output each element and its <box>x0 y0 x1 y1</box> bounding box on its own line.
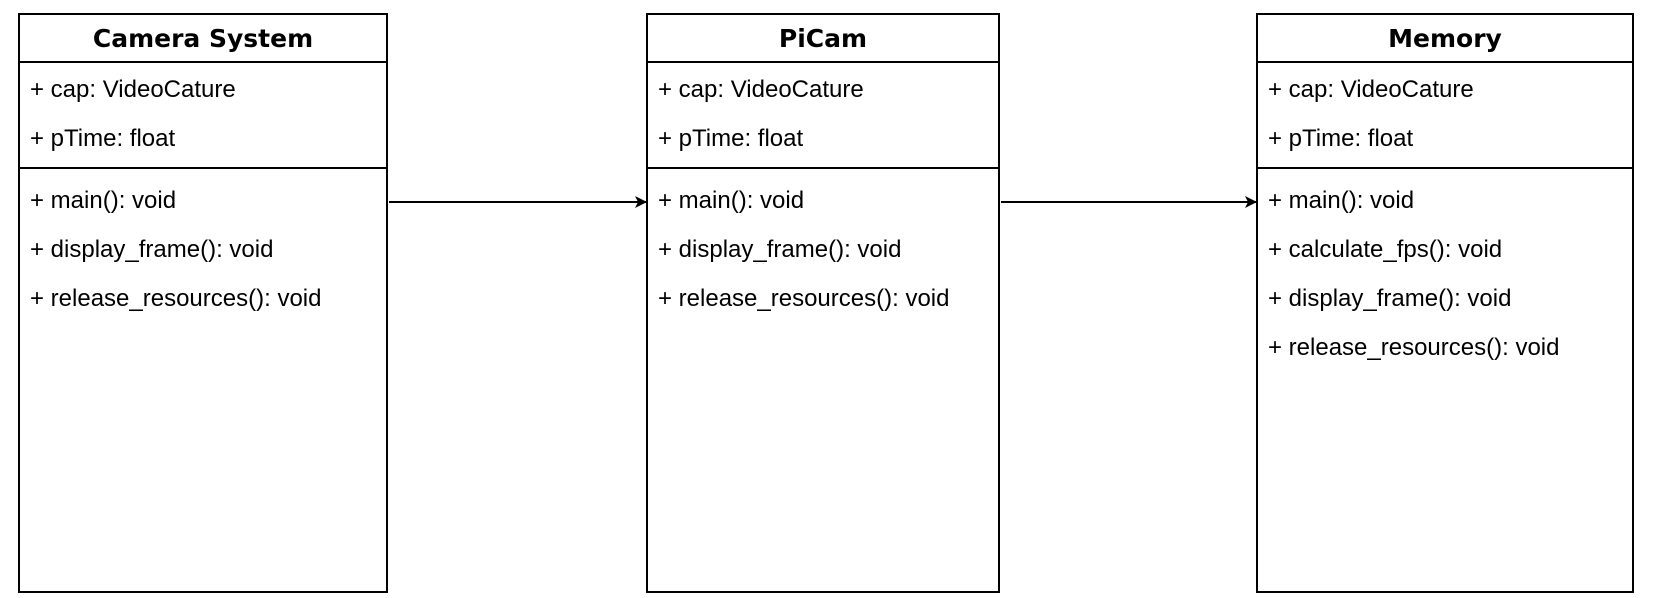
method-item: + display_frame(): void <box>30 236 274 263</box>
method-item: + release_resources(): void <box>1268 334 1560 361</box>
attributes-compartment: + cap: VideoCature + pTime: float <box>20 63 386 169</box>
class-box-picam: PiCam + cap: VideoCature + pTime: float … <box>646 13 1000 593</box>
method-item: + main(): void <box>1268 187 1415 214</box>
class-box-camera-system: Camera System + cap: VideoCature + pTime… <box>18 13 388 593</box>
attributes-compartment: + cap: VideoCature + pTime: float <box>1258 63 1632 169</box>
method-item: + display_frame(): void <box>1268 285 1512 312</box>
method-item: + calculate_fps(): void <box>1268 236 1503 263</box>
methods-compartment: + main(): void + display_frame(): void +… <box>20 169 386 333</box>
attribute-item: + cap: VideoCature <box>658 76 864 103</box>
methods-compartment: + main(): void + display_frame(): void +… <box>648 169 998 333</box>
class-title: PiCam <box>648 15 998 63</box>
attribute-item: + cap: VideoCature <box>1268 76 1474 103</box>
attribute-item: + pTime: float <box>30 125 176 152</box>
class-box-memory: Memory + cap: VideoCature + pTime: float… <box>1256 13 1634 593</box>
method-item: + release_resources(): void <box>30 285 322 312</box>
class-title: Memory <box>1258 15 1632 63</box>
method-item: + main(): void <box>30 187 177 214</box>
attributes-compartment: + cap: VideoCature + pTime: float <box>648 63 998 169</box>
methods-compartment: + main(): void + calculate_fps(): void +… <box>1258 169 1632 382</box>
method-item: + release_resources(): void <box>658 285 950 312</box>
class-title: Camera System <box>20 15 386 63</box>
attribute-item: + cap: VideoCature <box>30 76 236 103</box>
attribute-item: + pTime: float <box>658 125 804 152</box>
method-item: + display_frame(): void <box>658 236 902 263</box>
attribute-item: + pTime: float <box>1268 125 1414 152</box>
method-item: + main(): void <box>658 187 805 214</box>
